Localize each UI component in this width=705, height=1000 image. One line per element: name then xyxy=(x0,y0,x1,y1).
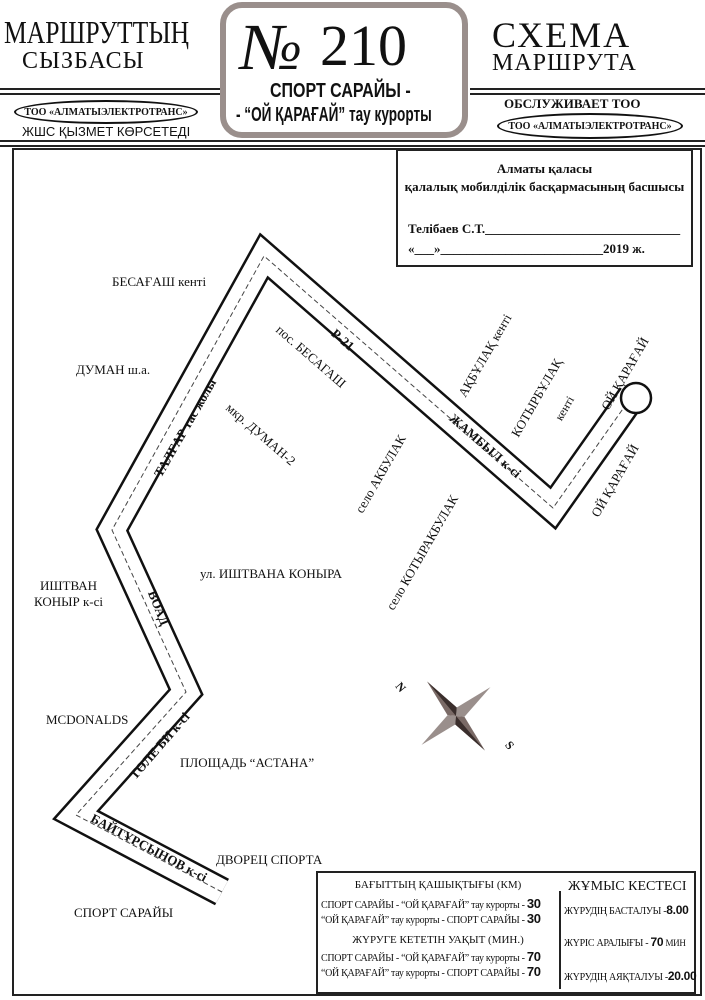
left-title-1: МАРШРУТТЫҢ xyxy=(4,14,190,50)
operator-right-text: ТОО «АЛМАТЫЭЛЕКТРОТРАНС» xyxy=(508,120,672,132)
distance-section: БАҒЫТТЫҢ ҚАШЫҚТЫҒЫ (КМ) СПОРТ САРАЙЫ - “… xyxy=(318,873,558,979)
route-name-2: - “ОЙ ҚАРАҒАЙ” тау курорты xyxy=(236,104,432,126)
operator-left-text: ТОО «АЛМАТЫЭЛЕКТРОТРАНС» xyxy=(24,106,188,118)
stop-ploshad-astana: ПЛОЩАДЬ “АСТАНА” xyxy=(180,755,315,770)
distance-row-label: СПОРТ САРАЙЫ - “ОЙ ҚАРАҒАЙ” тау курорты … xyxy=(321,900,525,911)
stop-besagash-kenti: БЕСАҒАШ кенті xyxy=(112,274,207,289)
route-name-1: СПОРТ САРАЙЫ - xyxy=(270,80,411,102)
route-number-frame xyxy=(220,2,468,138)
compass-icon xyxy=(421,681,491,751)
approval-signer: Телібаев С.Т.___________________________… xyxy=(408,221,681,236)
right-title-1: СХЕМА xyxy=(492,15,632,55)
stop-dvorets-sporta: ДВОРЕЦ СПОРТА xyxy=(216,852,323,867)
schedule-divider xyxy=(559,891,561,989)
distance-row: СПОРТ САРАЙЫ - “ОЙ ҚАРАҒАЙ” тау курорты … xyxy=(318,896,558,911)
start-value: 8.00 xyxy=(666,903,689,917)
route-dashed xyxy=(75,255,633,893)
end-value: 20.00 xyxy=(667,969,697,983)
operator-badge-right: ТОО «АЛМАТЫЭЛЕКТРОТРАНС» xyxy=(497,113,683,139)
distance-title: БАҒЫТТЫҢ ҚАШЫҚТЫҒЫ (КМ) xyxy=(354,879,522,891)
route-number: 210 xyxy=(320,13,407,78)
time-row-label: СПОРТ САРАЙЫ - “ОЙ ҚАРАҒАЙ” тау курорты … xyxy=(321,953,525,964)
distance-row-value: 30 xyxy=(526,911,541,926)
service-left: ЖШС ҚЫЗМЕТ КӨРСЕТЕДІ xyxy=(22,124,191,139)
approval-date: «___»_________________________2019 ж. xyxy=(408,241,645,256)
info-table: БАҒЫТТЫҢ ҚАШЫҚТЫҒЫ (КМ) СПОРТ САРАЙЫ - “… xyxy=(316,871,697,994)
stop-sport-saraiy: СПОРТ САРАЙЫ xyxy=(74,905,174,920)
right-title-2: МАРШРУТА xyxy=(492,50,637,76)
approval-line-2: қалалық мобилділік басқармасының басшысы xyxy=(404,179,685,194)
approval-box: Алматы қаласы қалалық мобилділік басқарм… xyxy=(396,149,693,267)
map-frame xyxy=(12,148,702,996)
time-row: СПОРТ САРАЙЫ - “ОЙ ҚАРАҒАЙ” тау курорты … xyxy=(318,949,558,964)
distance-row: “ОЙ ҚАРАҒАЙ” тау курорты - СПОРТ САРАЙЫ … xyxy=(318,911,558,926)
interval-label: ЖҮРІС АРАЛЫҒЫ - xyxy=(564,938,649,949)
schedule-title: ЖҰМЫС КЕСТЕСІ xyxy=(568,879,687,894)
interval-unit: МИН xyxy=(665,938,686,948)
route-symbol: № xyxy=(240,11,303,84)
schedule-interval: ЖҮРІС АРАЛЫҒЫ - 70 МИН xyxy=(564,935,694,949)
stop-ishtvana-konyra: ул. ИШТВАНА КОНЫРА xyxy=(200,566,343,581)
route-outline xyxy=(52,232,645,906)
left-title-2: СЫЗБАСЫ xyxy=(22,48,145,74)
time-row-value: 70 xyxy=(526,964,541,979)
service-right: ОБСЛУЖИВАЕТ ТОО xyxy=(504,96,641,111)
interval-value: 70 xyxy=(650,935,664,949)
approval-line-1: Алматы қаласы xyxy=(496,161,593,176)
time-row-value: 70 xyxy=(526,949,541,964)
stop-ishtvan-2: КОНЫР к-сі xyxy=(34,594,103,609)
start-label: ЖҮРУДІҢ БАСТАЛУЫ - xyxy=(564,906,667,917)
operator-badge-left: ТОО «АЛМАТЫЭЛЕКТРОТРАНС» xyxy=(14,100,198,124)
schedule-section: ЖҰМЫС КЕСТЕСІ ЖҮРУДІҢ БАСТАЛУЫ -8.00 ЖҮР… xyxy=(564,873,697,983)
stop-mcdonalds: MCDONALDS xyxy=(46,712,129,727)
stop-ishtvan-1: ИШТВАН xyxy=(40,578,98,593)
time-title: ЖҮРУГЕ КЕТЕТІН УАҚЫТ (МИН.) xyxy=(352,934,524,946)
distance-row-label: “ОЙ ҚАРАҒАЙ” тау курорты - СПОРТ САРАЙЫ … xyxy=(321,915,525,926)
time-row-label: “ОЙ ҚАРАҒАЙ” тау курорты - СПОРТ САРАЙЫ … xyxy=(321,968,525,979)
stop-duman: ДУМАН ш.а. xyxy=(76,362,151,377)
time-row: “ОЙ ҚАРАҒАЙ” тау курорты - СПОРТ САРАЙЫ … xyxy=(318,964,558,979)
distance-row-value: 30 xyxy=(526,896,541,911)
schedule-start: ЖҮРУДІҢ БАСТАЛУЫ -8.00 xyxy=(564,903,694,917)
end-label: ЖҮРУДІҢ АЯҚТАЛУЫ - xyxy=(564,972,668,983)
schedule-end: ЖҮРУДІҢ АЯҚТАЛУЫ -20.00 xyxy=(564,969,697,983)
